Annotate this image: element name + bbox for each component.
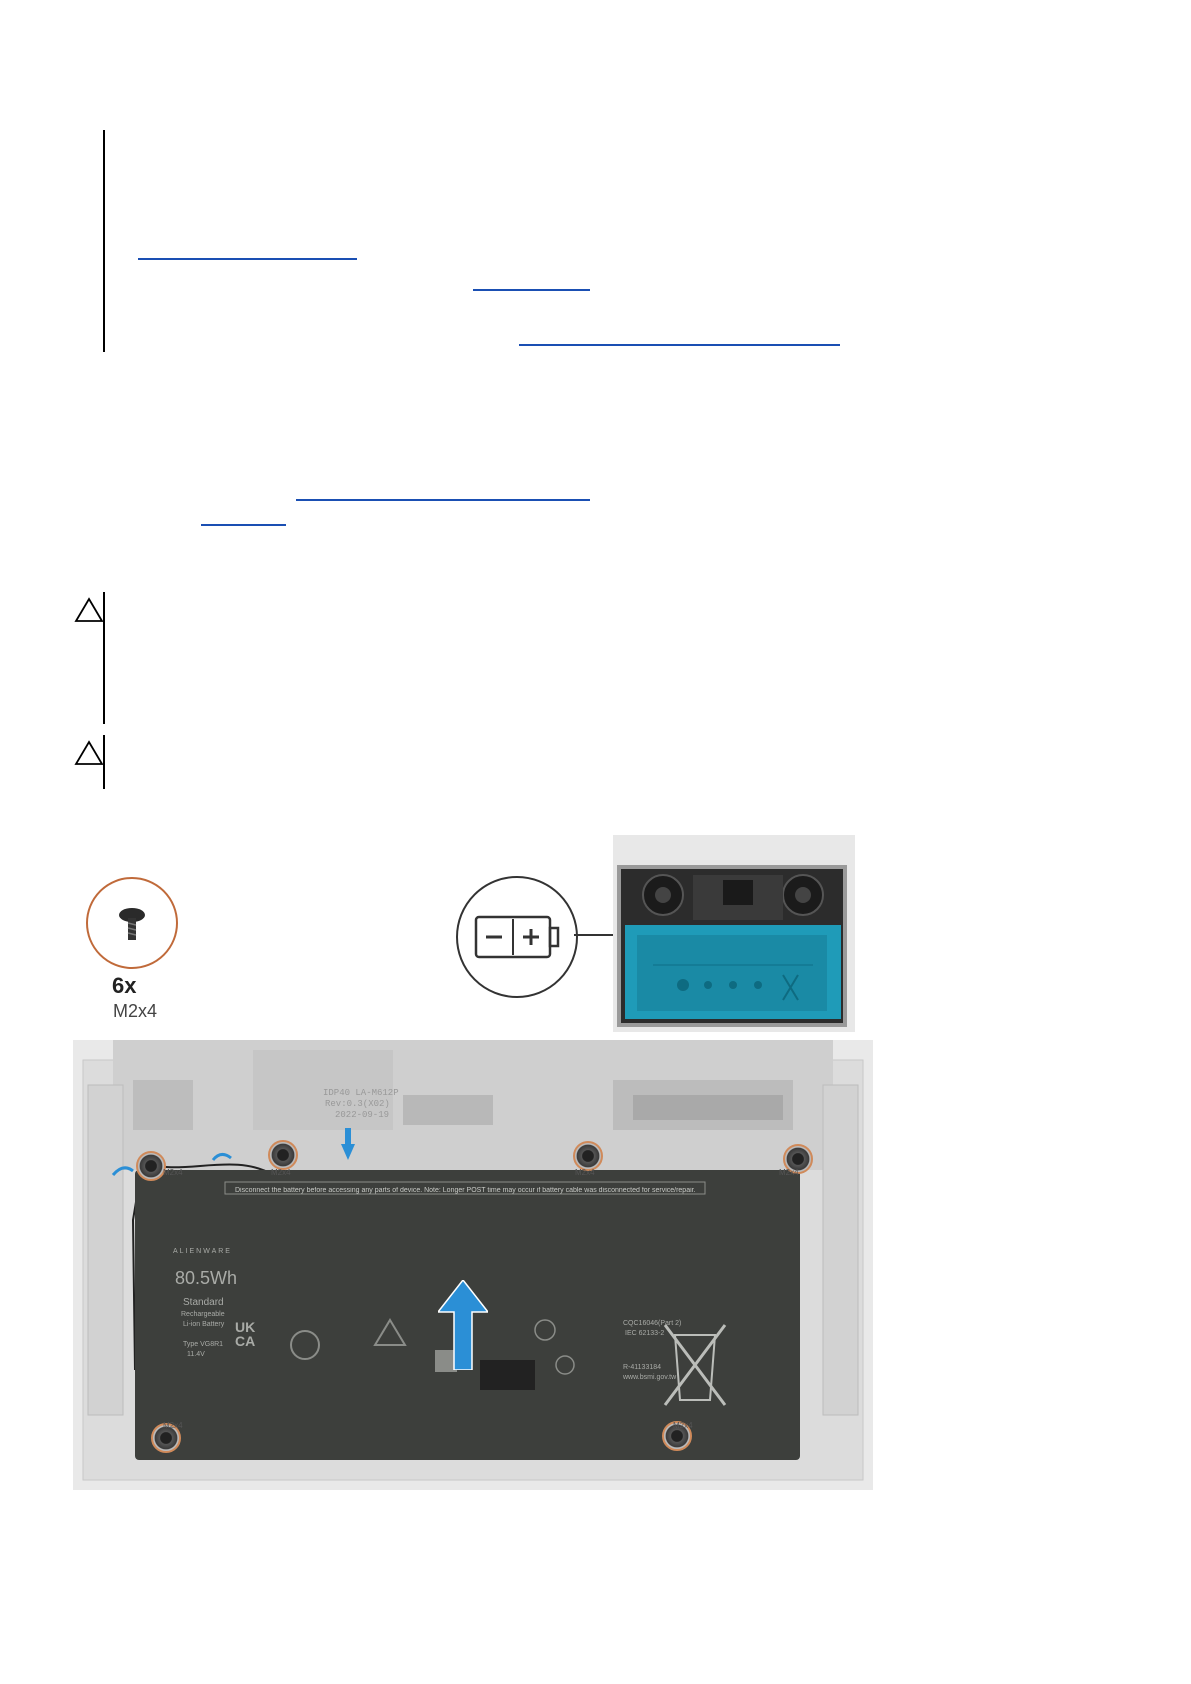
lift-arrow-icon (438, 1280, 488, 1370)
screw-marker (783, 1144, 813, 1174)
board-rev: IDP40 LA-M612P (323, 1088, 399, 1098)
r-number: R-41133184 (623, 1364, 662, 1371)
link-2[interactable] (473, 289, 590, 291)
screw-label: M2x4 (575, 1168, 595, 1177)
screw-marker (662, 1421, 692, 1451)
website: www.bsmi.gov.tw (623, 1374, 677, 1381)
screw-marker (268, 1140, 298, 1170)
screw-label: M2x4 (673, 1421, 693, 1430)
overview-photo (613, 835, 855, 1032)
battery-capacity: 80.5Wh (175, 1268, 238, 1288)
screw-label: M2x4 (271, 1168, 291, 1177)
board-date: 2022-09-19 (335, 1110, 390, 1120)
callout-line (574, 934, 634, 936)
screw-marker (136, 1151, 166, 1181)
screw-label: M2x4 (779, 1168, 799, 1177)
battery-type: Type VG8R1 (183, 1341, 224, 1348)
note-sidebar-rule (103, 130, 105, 352)
iec-code: IEC 62133-2 (625, 1330, 665, 1337)
cert-code: CQC16046(Part 2) (623, 1320, 682, 1327)
battery-icon (474, 915, 560, 959)
screw-callout (86, 877, 178, 969)
caution-triangle-icon (74, 597, 104, 622)
board-rev2: Rev:0.3(X02) (325, 1099, 390, 1109)
screw-marker (151, 1423, 181, 1453)
screw-label: M2x4 (163, 1168, 183, 1177)
battery-removal-photo: Disconnect the battery before accessing … (73, 1040, 873, 1490)
battery-line3: Li-ion Battery (183, 1321, 225, 1328)
battery-line2: Rechargeable (181, 1311, 225, 1318)
battery-voltage: 11.4V (187, 1351, 205, 1358)
battery-callout (456, 876, 578, 998)
screw-icon (119, 908, 145, 940)
link-1[interactable] (138, 258, 357, 260)
battery-brand: ALIENWARE (173, 1248, 232, 1255)
link-5[interactable] (201, 524, 286, 526)
ukca-mark: UK CA (235, 1319, 256, 1349)
battery-warning: Disconnect the battery before accessing … (235, 1187, 696, 1194)
link-3[interactable] (519, 344, 840, 346)
caution-1-rule (103, 592, 105, 724)
screw-count: 6x (112, 973, 137, 998)
caution-2-rule (103, 735, 105, 789)
battery-pack: Disconnect the battery before accessing … (135, 1170, 800, 1460)
link-4[interactable] (296, 499, 590, 501)
screw-type: M2x4 (113, 1001, 158, 1021)
battery-line1: Standard (183, 1297, 224, 1308)
screw-marker (573, 1141, 603, 1171)
screw-label: M2x4 (163, 1421, 183, 1430)
caution-triangle-icon (74, 740, 104, 765)
